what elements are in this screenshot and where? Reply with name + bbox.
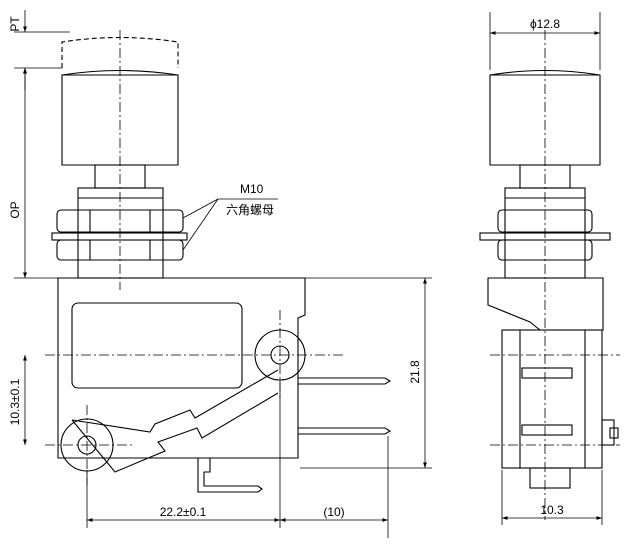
- pt-label: PT: [8, 16, 22, 32]
- pivot-spacing-label: 22.2±0.1: [160, 505, 207, 519]
- washer: [51, 232, 188, 241]
- actuator-lever: [71, 392, 279, 473]
- op-label: OP: [8, 201, 22, 218]
- width-label: 10.3: [540, 503, 564, 517]
- switch-body: [57, 277, 306, 459]
- terminal-bottom: [197, 458, 263, 493]
- thread-size-label: M10: [240, 182, 264, 196]
- side-terminal-upper: [521, 367, 573, 379]
- side-bracket: [487, 277, 604, 331]
- terminal-upper: [298, 377, 392, 385]
- terminal-offset-label: (10): [323, 505, 344, 519]
- nut-label: 六角螺母: [226, 203, 274, 217]
- front-center-lines: [45, 30, 345, 485]
- side-center-lines: [490, 30, 620, 520]
- side-view: [479, 69, 619, 489]
- side-terminal-lower: [521, 424, 573, 436]
- terminal-lower: [298, 427, 392, 435]
- front-view: [51, 36, 392, 493]
- pivot-height-label: 10.3±0.1: [8, 378, 22, 425]
- side-body: [501, 329, 603, 469]
- height-label: 21.8: [408, 360, 422, 384]
- diameter-label: ϕ12.8: [530, 17, 560, 31]
- side-terminal-bottom: [529, 467, 571, 489]
- label-window: [71, 302, 243, 389]
- side-knob: [601, 419, 615, 446]
